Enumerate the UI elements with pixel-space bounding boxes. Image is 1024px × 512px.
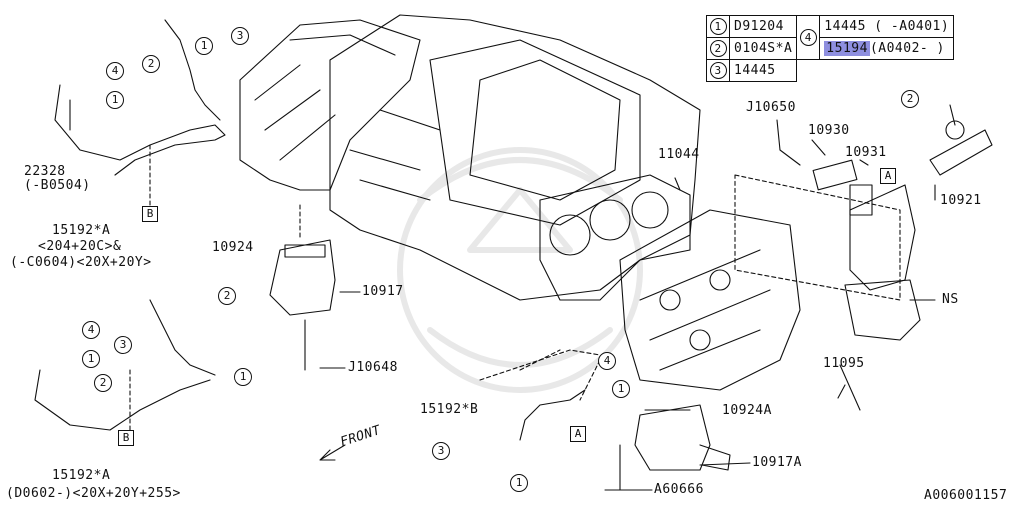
callout-4[interactable]: 4 bbox=[598, 352, 616, 370]
callout-2[interactable]: 2 bbox=[901, 90, 919, 108]
engine-block bbox=[329, 14, 701, 301]
oil-filter-housing bbox=[269, 239, 336, 316]
callout-4[interactable]: 4 bbox=[82, 321, 100, 339]
left-cylinder-head bbox=[239, 19, 421, 191]
callout-1[interactable]: 1 bbox=[195, 37, 213, 55]
callout-1[interactable]: 1 bbox=[82, 350, 100, 368]
label-ns[interactable]: NS bbox=[942, 292, 959, 307]
label-15192a-top-range-1: <204+20C>& bbox=[38, 239, 122, 254]
legend-row: 1 D91204 4 14445 ( -A0401) bbox=[706, 15, 955, 60]
label-11095[interactable]: 11095 bbox=[823, 356, 865, 371]
legend-part-number: 14445 bbox=[728, 59, 798, 82]
callout-3[interactable]: 3 bbox=[432, 442, 450, 460]
lower-filter-housing bbox=[634, 404, 731, 471]
legend-row: 3 14445 bbox=[706, 59, 954, 82]
callout-2: 2 bbox=[709, 40, 727, 57]
reference-box-a[interactable]: A bbox=[570, 426, 586, 442]
legend-row: 2 0104S*A 15194(A0402- ) bbox=[706, 37, 955, 60]
watermark-emblem bbox=[397, 147, 643, 393]
reference-box-b[interactable]: B bbox=[118, 430, 134, 446]
reference-box-b[interactable]: B bbox=[142, 206, 158, 222]
label-15192a-top-range-2: (-C0604)<20X+20Y> bbox=[10, 255, 152, 270]
legend-part-number: 0104S*A bbox=[728, 37, 798, 60]
label-22328-range: (-B0504) bbox=[24, 178, 91, 193]
label-15192a-bottom-range: (D0602-)<20X+20Y+255> bbox=[6, 486, 181, 501]
label-22328[interactable]: 22328 bbox=[24, 164, 66, 179]
reference-box-a[interactable]: A bbox=[880, 168, 896, 184]
callout-1[interactable]: 1 bbox=[612, 380, 630, 398]
callout-1[interactable]: 1 bbox=[510, 474, 528, 492]
label-15192a-bottom[interactable]: 15192*A bbox=[52, 468, 111, 483]
label-10917[interactable]: 10917 bbox=[362, 284, 404, 299]
oil-pipe-lower bbox=[34, 299, 216, 431]
label-15192a-top[interactable]: 15192*A bbox=[52, 223, 111, 238]
head-gasket bbox=[539, 174, 691, 301]
label-j10650[interactable]: J10650 bbox=[746, 100, 796, 115]
callout-2[interactable]: 2 bbox=[218, 287, 236, 305]
figure-id: A006001157 bbox=[924, 488, 1008, 503]
oil-pipe-upper bbox=[54, 19, 226, 176]
label-j10648[interactable]: J10648 bbox=[348, 360, 398, 375]
callout-1[interactable]: 1 bbox=[106, 91, 124, 109]
callout-1[interactable]: 1 bbox=[234, 368, 252, 386]
label-15192b[interactable]: 15192*B bbox=[420, 402, 479, 417]
oil-control-valve-assembly bbox=[812, 120, 993, 341]
callout-2[interactable]: 2 bbox=[142, 55, 160, 73]
callout-3[interactable]: 3 bbox=[114, 336, 132, 354]
label-a60666[interactable]: A60666 bbox=[654, 482, 704, 497]
label-10924[interactable]: 10924 bbox=[212, 240, 254, 255]
callout-3[interactable]: 3 bbox=[231, 27, 249, 45]
label-10930[interactable]: 10930 bbox=[808, 123, 850, 138]
legend-option: 14445 ( -A0401) bbox=[819, 15, 955, 38]
callout-1: 1 bbox=[709, 18, 727, 35]
callout-2[interactable]: 2 bbox=[94, 374, 112, 392]
label-10931[interactable]: 10931 bbox=[845, 145, 887, 160]
label-11044[interactable]: 11044 bbox=[658, 147, 700, 162]
highlighted-part-number[interactable]: 15194 bbox=[824, 41, 870, 56]
label-10921[interactable]: 10921 bbox=[940, 193, 982, 208]
callout-4: 4 bbox=[799, 29, 817, 46]
parts-legend-table: 1 D91204 4 14445 ( -A0401) 2 0104S*A 151… bbox=[706, 15, 955, 82]
label-10917a[interactable]: 10917A bbox=[752, 455, 802, 470]
legend-part-number: D91204 bbox=[728, 15, 798, 38]
label-10924a[interactable]: 10924A bbox=[722, 403, 772, 418]
right-cylinder-head bbox=[619, 209, 801, 391]
legend-option-highlighted[interactable]: 15194(A0402- ) bbox=[819, 37, 955, 60]
callout-3: 3 bbox=[709, 62, 727, 79]
callout-4[interactable]: 4 bbox=[106, 62, 124, 80]
oil-pipe-b bbox=[519, 389, 586, 441]
